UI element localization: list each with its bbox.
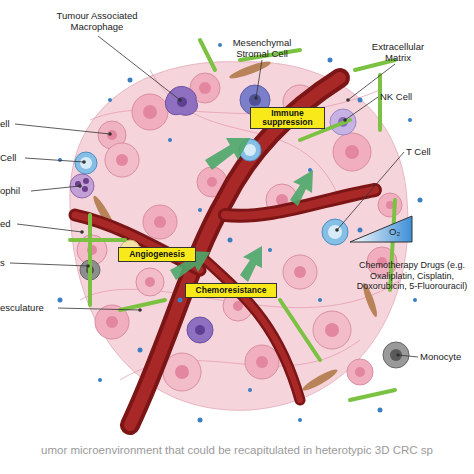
ecm-scaffold [70, 40, 395, 400]
effect-box: Angiogenesis [118, 247, 196, 262]
effect-box: Immune suppression [250, 107, 325, 129]
figure-caption: umor microenvironment that could be reca… [0, 444, 474, 456]
part-label: Extracellular Matrix [362, 41, 434, 63]
fibroblasts [91, 59, 380, 394]
drug-dots [58, 43, 423, 423]
effect-label: Immune suppression [251, 109, 324, 128]
leader-lines [10, 36, 418, 357]
part-label: O₂ [389, 226, 419, 237]
tumour-mass [70, 62, 408, 411]
part-label: ell [0, 118, 40, 129]
part-label: ophil [0, 185, 40, 196]
blood-vessels [75, 78, 375, 425]
part-label: Tumour Associated Macrophage [38, 10, 156, 32]
effect-box: Chemoresistance [185, 283, 277, 298]
part-label: NK Cell [380, 91, 450, 102]
oxygen-gradient [350, 216, 412, 242]
immune-cells [70, 85, 409, 368]
effect-label: Angiogenesis [129, 250, 185, 260]
part-label: ed [0, 218, 40, 229]
part-label: Cell [0, 152, 40, 163]
effect-label: Chemoresistance [196, 286, 267, 296]
matrix-fibres [80, 70, 400, 380]
leader-dots [78, 96, 400, 357]
part-label: esculature [0, 302, 70, 313]
part-label: T Cell [406, 146, 466, 157]
part-label: Mesenchymal Stromal Cell [220, 37, 304, 59]
part-label: s [0, 257, 30, 268]
part-label: Chemotherapy Drugs (e.g. Oxaliplatin, Ci… [350, 260, 474, 292]
part-label: Monocyte [420, 351, 474, 362]
